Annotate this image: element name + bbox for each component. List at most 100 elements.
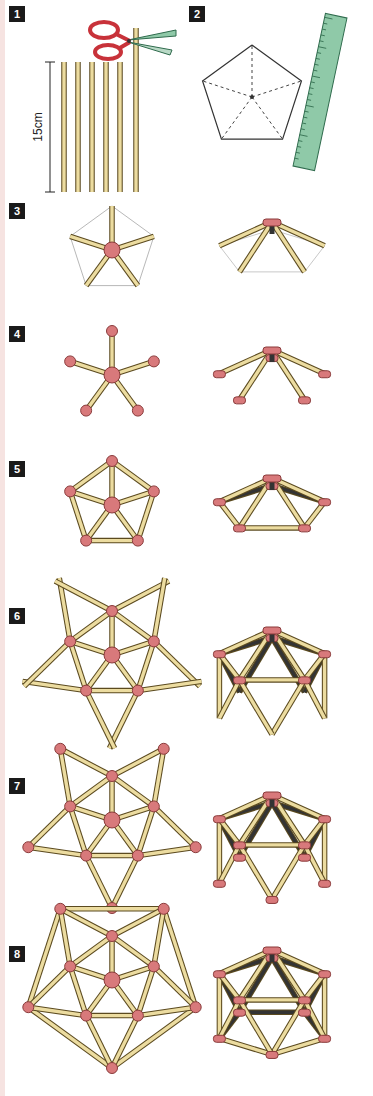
straw-outline — [24, 641, 70, 686]
step-number: 7 — [14, 780, 20, 792]
joint — [299, 854, 311, 861]
straw-outline — [112, 776, 154, 806]
joint — [148, 356, 159, 367]
straw-outline — [60, 909, 70, 967]
side-view — [213, 347, 330, 404]
joint — [213, 1035, 225, 1042]
straw-outline — [70, 491, 86, 540]
straw — [239, 998, 304, 1001]
straw — [28, 1007, 86, 1015]
joint — [213, 971, 225, 978]
straw-outline — [217, 654, 223, 719]
joint — [319, 371, 331, 378]
joint — [158, 743, 169, 754]
straw — [60, 907, 163, 910]
straw-outline — [60, 749, 112, 776]
straw-outline — [60, 749, 70, 807]
straw — [70, 461, 112, 491]
straw-outline — [322, 974, 328, 1039]
straw — [118, 62, 121, 192]
straw-outline — [86, 691, 114, 749]
joint — [107, 1063, 118, 1074]
straw-outline — [112, 1016, 138, 1068]
side-view — [213, 947, 330, 1058]
straw-outline — [239, 845, 272, 900]
joint — [81, 850, 92, 861]
joint — [266, 896, 278, 903]
straw — [272, 680, 305, 735]
joint — [299, 397, 311, 404]
joint — [132, 685, 143, 696]
straw — [272, 845, 305, 900]
straw-outline — [103, 62, 109, 192]
straw — [70, 936, 112, 966]
straw — [218, 974, 221, 1039]
joint — [148, 801, 159, 812]
straw-outline — [112, 611, 154, 641]
joint — [132, 850, 143, 861]
joint — [233, 525, 245, 532]
joint — [55, 743, 66, 754]
straw — [62, 62, 65, 192]
straw-outline — [239, 222, 272, 272]
joint — [107, 326, 118, 337]
joint — [132, 405, 143, 416]
straw — [104, 62, 107, 192]
straw-outline — [86, 1016, 112, 1068]
straw-outline — [272, 680, 305, 735]
straw-outline — [70, 641, 86, 690]
straw — [239, 526, 304, 529]
template-outline — [70, 206, 154, 286]
step-number-box: 6 — [9, 608, 25, 624]
straw-outline — [109, 691, 137, 749]
joint — [158, 903, 169, 914]
straw — [154, 578, 165, 641]
straw — [323, 819, 326, 884]
joint — [263, 475, 281, 482]
straw-outline — [89, 62, 95, 192]
straw — [60, 749, 70, 807]
straw-outline — [70, 806, 86, 855]
straw — [86, 539, 138, 542]
straw-outline — [112, 461, 154, 491]
straw — [70, 641, 86, 690]
step-number-box: 1 — [9, 6, 25, 22]
joint — [319, 651, 331, 658]
straw — [154, 749, 164, 807]
straw-outline — [138, 641, 154, 690]
step-number: 1 — [14, 8, 20, 20]
straw — [112, 856, 138, 908]
step-number-box: 2 — [189, 6, 205, 22]
straw-outline — [23, 681, 87, 690]
joint — [263, 792, 281, 799]
joint — [132, 1010, 143, 1021]
straw — [138, 491, 154, 540]
joint — [299, 677, 311, 684]
straw — [112, 749, 164, 776]
straw-outline — [154, 578, 165, 641]
straw-outline — [305, 680, 325, 718]
side-view — [219, 219, 324, 272]
straw — [218, 654, 221, 719]
straw-outline — [138, 847, 196, 855]
straw — [239, 843, 304, 846]
straw-outline — [112, 749, 164, 776]
dimension-tick — [45, 62, 55, 63]
dimension-label: 15cm — [31, 112, 45, 141]
step-number-box: 8 — [9, 946, 25, 962]
step-1-art — [45, 22, 176, 192]
straw — [134, 28, 137, 192]
straw — [112, 461, 154, 491]
joint — [104, 367, 120, 383]
top-view — [65, 326, 160, 417]
joint — [319, 816, 331, 823]
straw-outline — [239, 680, 272, 735]
straw — [138, 1007, 196, 1015]
side-band — [0, 0, 5, 1096]
straw — [109, 691, 137, 749]
step-number: 6 — [14, 610, 20, 622]
joint — [107, 931, 118, 942]
straw-outline — [28, 1007, 86, 1015]
straw-outline — [154, 806, 196, 847]
